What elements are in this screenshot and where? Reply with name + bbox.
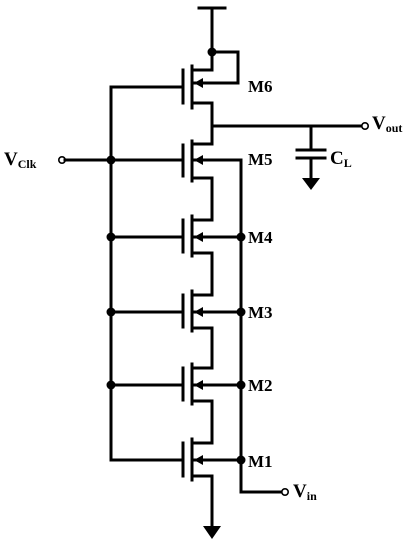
vin-input: Vin <box>239 481 317 503</box>
label-m2: M2 <box>248 376 273 395</box>
transistor-m6: M6 <box>109 50 273 162</box>
transistor-m2: M2 <box>106 362 273 445</box>
output-net: Vout CL <box>210 113 402 190</box>
label-m1: M1 <box>248 452 273 471</box>
ground-arrow <box>203 526 221 539</box>
vout-label: Vout <box>372 113 402 135</box>
transistor-m3: M3 <box>106 289 273 370</box>
label-m6: M6 <box>248 77 273 96</box>
cl-label: CL <box>330 148 352 170</box>
clock-input: VClk <box>4 149 185 171</box>
label-m5: M5 <box>248 150 273 169</box>
vin-label: Vin <box>293 481 317 503</box>
transistor-m5: M5 <box>181 139 273 222</box>
label-m3: M3 <box>248 303 273 322</box>
vclk-label: VClk <box>4 149 37 171</box>
supply-terminal <box>197 6 240 85</box>
label-m4: M4 <box>248 228 273 247</box>
transistor-m1: M1 <box>109 437 273 528</box>
transistor-m4: M4 <box>106 214 273 297</box>
